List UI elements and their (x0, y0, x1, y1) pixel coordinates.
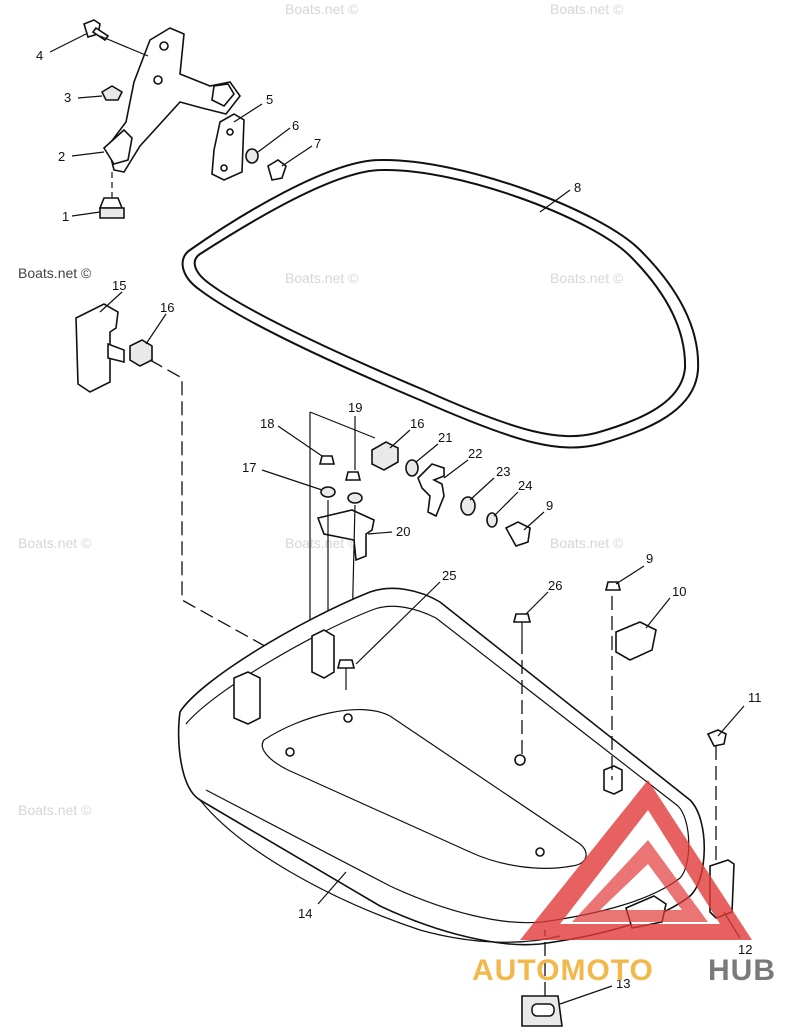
callout-labels: 4 3 2 1 5 6 7 8 15 16 18 19 16 21 22 23 … (36, 48, 762, 991)
callout-10: 10 (672, 584, 686, 599)
latch-parts-15-16 (75, 303, 291, 661)
plate-hole (220, 164, 228, 172)
nut-24 (486, 512, 498, 528)
callout-4: 4 (36, 48, 43, 63)
washer-6 (245, 148, 259, 164)
callout-17: 17 (242, 460, 256, 475)
bracket-20 (316, 509, 375, 562)
callout-23: 23 (496, 464, 510, 479)
bracket-hole (153, 75, 163, 85)
bolt-1-washer (99, 207, 125, 219)
watermark: Boats.net © (18, 802, 92, 818)
callout-16a: 16 (160, 300, 174, 315)
callout-22: 22 (468, 446, 482, 461)
callout-2: 2 (58, 149, 65, 164)
cowl-post (603, 765, 623, 795)
cowl-hole (535, 847, 545, 857)
grommet-3 (100, 85, 124, 101)
watermark: Boats.net © (550, 1, 624, 17)
bracket-hole (159, 41, 169, 51)
callout-9a: 9 (546, 498, 553, 513)
bolt-1-head (98, 197, 124, 209)
callout-11: 11 (748, 690, 762, 705)
callout-25: 25 (442, 568, 456, 583)
washer-19 (347, 492, 363, 504)
plate-hole (226, 128, 234, 136)
watermark: Boats.net © (285, 270, 359, 286)
bracket-assembly (83, 19, 287, 219)
callout-24: 24 (518, 478, 532, 493)
callout-12: 12 (738, 942, 752, 957)
callout-5: 5 (266, 92, 273, 107)
callout-7: 7 (314, 136, 321, 151)
hinge-plate-5 (211, 113, 245, 181)
bracket-slot (211, 83, 235, 107)
guide-line (309, 411, 376, 439)
callout-6: 6 (292, 118, 299, 133)
screw-26 (512, 613, 532, 623)
cowl-inner-opening (261, 709, 587, 869)
hook-latch-22 (417, 463, 445, 518)
cowl-post (311, 629, 335, 679)
washer-21 (405, 459, 419, 477)
cowl-hole (343, 713, 353, 723)
bushing-16 (129, 339, 153, 367)
watermark: Boats.net © (550, 270, 624, 286)
screw-18 (318, 455, 336, 465)
callout-1: 1 (62, 209, 69, 224)
brand-logo: AUTOMOTO HUB (472, 780, 776, 987)
assembly-guide-line (149, 359, 291, 661)
callout-13: 13 (616, 976, 630, 991)
latch-pin (107, 342, 125, 364)
seal-ring-8 (181, 158, 700, 449)
washer-23 (460, 496, 476, 516)
latch-body-15 (75, 303, 119, 393)
bracket-foot (102, 128, 133, 165)
callout-19: 19 (348, 400, 362, 415)
screw-9 (504, 521, 531, 547)
watermark: Boats.net © (550, 535, 624, 551)
callout-14: 14 (298, 906, 312, 921)
callout-18: 18 (260, 416, 274, 431)
callout-9b: 9 (646, 551, 653, 566)
center-hardware (309, 411, 531, 730)
washer-17 (320, 486, 336, 498)
watermark: Boats.net © (18, 265, 92, 281)
right-side-parts (336, 581, 735, 1027)
grommet-13-hole (531, 1003, 555, 1017)
brand-triangle-icon (520, 780, 752, 940)
cowl-post (233, 671, 261, 725)
screw-4-shank (91, 26, 110, 42)
cowl-hole (285, 747, 295, 757)
cowl-hole (514, 754, 526, 766)
bushing-16b (371, 441, 399, 471)
brand-text-part1: AUTOMOTO (472, 954, 654, 987)
screw-11 (706, 729, 727, 747)
leader-lines (49, 33, 745, 1005)
callout-3: 3 (64, 90, 71, 105)
callout-20: 20 (396, 524, 410, 539)
screw-25 (336, 659, 356, 669)
brand-text-part2: HUB (708, 954, 776, 987)
callout-8: 8 (574, 180, 581, 195)
watermark: Boats.net © (18, 535, 92, 551)
cowl-outer-shell (177, 587, 705, 946)
callout-15: 15 (112, 278, 126, 293)
brand-triangle-inner-icon (572, 840, 708, 922)
screw-19 (344, 471, 362, 481)
callout-26: 26 (548, 578, 562, 593)
callout-16b: 16 (410, 416, 424, 431)
watermark: Boats.net © (285, 1, 359, 17)
watermark: Boats.net © (285, 535, 359, 551)
bracket-10 (615, 621, 657, 661)
callout-21: 21 (438, 430, 452, 445)
screw-7 (267, 159, 287, 181)
